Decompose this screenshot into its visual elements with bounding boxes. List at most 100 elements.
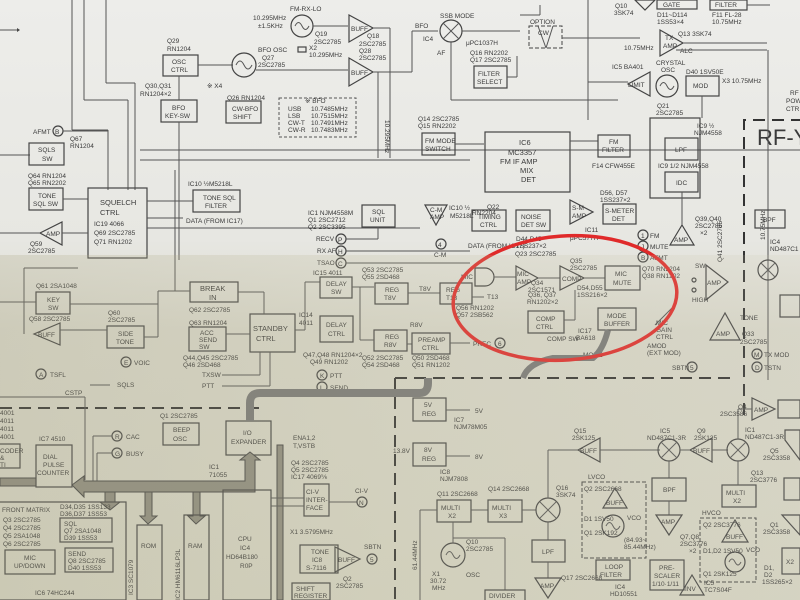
svg-text:EXPANDER: EXPANDER [231, 439, 267, 446]
q16-mixer: Q16 3SK74 [535, 449, 578, 540]
svg-text:IC4: IC4 [423, 36, 434, 43]
front-matrix: FRONT MATRIX Q3 2SC2785 Q4 2SC2785 Q5 2S… [0, 501, 127, 600]
svg-text:HIGH: HIGH [692, 297, 709, 304]
svg-text:TONE: TONE [740, 315, 759, 322]
svg-text:Q5 2SA1048: Q5 2SA1048 [3, 533, 41, 540]
acc-send-sw: Q63 RN1204 ACC SEND SW Q44,Q45 2SC2785 Q… [183, 320, 239, 369]
svg-text:Q39,Q40: Q39,Q40 [695, 216, 722, 223]
svg-text:S-M: S-M [572, 205, 584, 212]
svg-text:※ BFO: ※ BFO [305, 98, 326, 105]
svg-text:AMP: AMP [707, 280, 721, 287]
svg-text:SQL SW: SQL SW [33, 201, 59, 208]
svg-text:IC6: IC6 [519, 138, 531, 147]
option-cw-filter: OPTION CW [520, 5, 640, 49]
svg-text:2SK125: 2SK125 [572, 435, 596, 442]
svg-text:SEND: SEND [199, 337, 217, 344]
svg-text:AFMT: AFMT [33, 129, 51, 136]
svg-text:D39 1SS53: D39 1SS53 [64, 535, 98, 542]
svg-text:PTT: PTT [202, 383, 214, 390]
svg-text:G: G [115, 451, 120, 458]
svg-text:COMP: COMP [536, 316, 556, 323]
svg-text:2SC3586: 2SC3586 [720, 411, 747, 418]
svg-text:Q46 2SD468: Q46 2SD468 [183, 362, 221, 369]
voltage-regs: 5V REG 5V IC7 NJM78M05 13.8V 8V REG 8V I… [393, 397, 488, 483]
svg-text:IC15 4011: IC15 4011 [313, 270, 343, 277]
filter-select-block: Q16 RN2202 Q17 2SC2785 FILTER SELECT [470, 50, 518, 89]
svg-text:D40 1SS53: D40 1SS53 [68, 565, 102, 572]
svg-text:10.7515MHz: 10.7515MHz [311, 113, 348, 120]
ic6-fm-if: IC6 MC3357 FM IF AMP MIX DET [484, 131, 598, 193]
svg-text:MIC: MIC [615, 271, 627, 278]
svg-text:5V: 5V [475, 408, 484, 415]
svg-text:Q4: Q4 [738, 404, 747, 411]
svg-text:CW: CW [538, 30, 550, 37]
svg-text:Q2 2SC3776: Q2 2SC3776 [703, 522, 741, 529]
svg-text:IC4: IC4 [240, 545, 251, 552]
svg-text:IC9 ½: IC9 ½ [697, 122, 715, 130]
svg-text:SQLS: SQLS [38, 147, 56, 154]
osc-ctrl-block: Q29 RN1204 OSC CTRL [162, 38, 233, 77]
svg-text:D36,D37 1SS53: D36,D37 1SS53 [60, 511, 107, 518]
svg-text:SIDE: SIDE [118, 331, 134, 338]
svg-text:FILTER: FILTER [600, 572, 622, 579]
svg-text:BUFF: BUFF [606, 500, 623, 507]
buff-q58: Q58 2SC2785 BUFF [23, 267, 78, 346]
svg-text:×2: ×2 [689, 548, 697, 555]
svg-text:S-METER: S-METER [605, 208, 635, 215]
svg-text:Q18: Q18 [367, 33, 380, 40]
svg-text:CTRL: CTRL [328, 331, 345, 338]
svg-text:AMP: AMP [674, 237, 688, 244]
svg-text:Q4 2SC2785: Q4 2SC2785 [3, 525, 41, 532]
svg-text:TI: TI [0, 462, 6, 469]
svg-text:Q13 3SK74: Q13 3SK74 [678, 31, 712, 38]
svg-text:CTRL: CTRL [171, 67, 188, 74]
svg-text:RAM: RAM [188, 543, 202, 550]
svg-text:IC9 1/2 NJM4558: IC9 1/2 NJM4558 [658, 163, 709, 170]
svg-text:SHIFT: SHIFT [296, 586, 315, 593]
svg-text:1SS237×2: 1SS237×2 [516, 243, 547, 250]
svg-text:FILTER: FILTER [478, 71, 500, 78]
svg-text:IC10 ½: IC10 ½ [449, 204, 471, 212]
svg-text:(EXT MOD): (EXT MOD) [647, 350, 681, 357]
svg-text:X1 3.5795MHz: X1 3.5795MHz [290, 529, 333, 536]
memory-cpu: ROM IC3 SC1079 RAM IC2 HM6116LP3L CPU IC… [128, 489, 272, 600]
svg-text:μPC1037H: μPC1037H [466, 40, 498, 47]
svg-text:2SC2785: 2SC2785 [359, 41, 386, 48]
svg-text:Q53 2SC2785: Q53 2SC2785 [362, 267, 404, 274]
svg-text:AMP: AMP [46, 231, 60, 238]
svg-text:×2: ×2 [700, 230, 708, 237]
svg-text:DET SW: DET SW [521, 222, 547, 229]
svg-text:Q62 2SC2785: Q62 2SC2785 [189, 307, 231, 314]
svg-text:IC1: IC1 [209, 464, 220, 471]
svg-text:SCALER: SCALER [654, 573, 680, 580]
svg-text:RF: RF [790, 90, 799, 97]
svg-text:SW: SW [42, 156, 53, 163]
svg-text:N: N [359, 500, 364, 507]
svg-text:8V: 8V [424, 447, 433, 454]
svg-text:REG: REG [446, 287, 460, 294]
svg-text:10.75MHz: 10.75MHz [624, 45, 654, 52]
svg-text:85.44MHz): 85.44MHz) [624, 544, 656, 551]
svg-text:TONE SQL: TONE SQL [203, 195, 236, 202]
svg-text:CSTP: CSTP [65, 390, 82, 397]
fm-filter: FM FILTER F14 CFW455E [592, 134, 636, 170]
svg-text:MULTI: MULTI [492, 505, 511, 512]
svg-text:COMP SW: COMP SW [547, 336, 580, 343]
svg-text:LPF: LPF [542, 549, 554, 556]
svg-text:NJM7808: NJM7808 [440, 476, 468, 483]
delay-ctrl: DELAY CTRL Q47,Q48 RN1204×2 Q49 RN1202 K… [303, 315, 363, 393]
svg-text:STANDBY: STANDBY [253, 324, 288, 333]
svg-text:X3: X3 [499, 513, 507, 520]
svg-text:TONE: TONE [38, 193, 57, 200]
svg-text:X2: X2 [733, 498, 741, 505]
svg-text:Q1 2SC2712: Q1 2SC2712 [308, 217, 346, 224]
svg-text:SEND: SEND [68, 551, 86, 558]
rf-power-ctrl: RF POW CTR RF-Y 10.75MHz [743, 50, 800, 415]
svg-text:2SC2785: 2SC2785 [28, 248, 55, 255]
svg-text:IC7 4510: IC7 4510 [39, 436, 66, 443]
svg-text:BUFF: BUFF [351, 26, 368, 33]
svg-text:Q9: Q9 [697, 428, 706, 435]
svg-text:4: 4 [438, 242, 442, 249]
svg-text:MIC: MIC [24, 555, 36, 562]
buff-q28: BUFF Q28 2SC2785 [348, 30, 438, 158]
